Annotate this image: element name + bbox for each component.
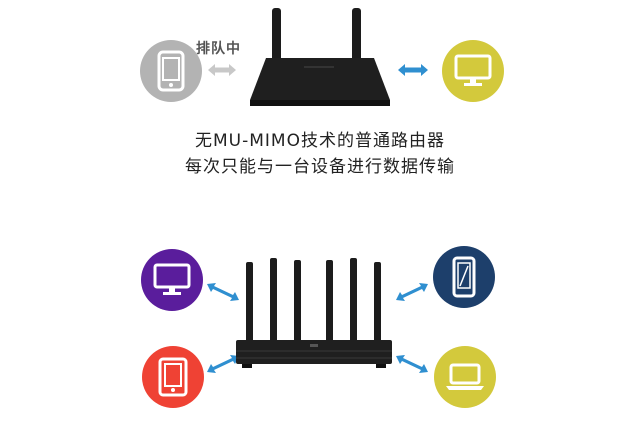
mimo-device-laptop [434, 346, 496, 408]
gray-double-arrow [208, 64, 236, 76]
phone-icon [452, 256, 476, 298]
mimo-arrow-left-top [207, 283, 239, 301]
caption-line-2: 每次只能与一台设备进行数据传输 [185, 157, 455, 177]
queue-label: 排队中 [196, 41, 241, 57]
monitor-icon [454, 54, 492, 86]
queued-device-phone [140, 40, 202, 102]
phone-icon [157, 50, 185, 92]
mimo-device-monitor [141, 249, 203, 311]
mimo-device-phone [433, 246, 495, 308]
mu-mimo-router [236, 258, 392, 368]
tablet-icon [158, 357, 188, 397]
mimo-device-tablet [142, 346, 204, 408]
standard-router [250, 8, 390, 106]
active-device-monitor [442, 40, 504, 102]
mimo-arrow-right-bottom [396, 355, 428, 373]
mimo-arrow-left-bottom [207, 355, 239, 373]
monitor-icon [153, 263, 191, 295]
caption-line-1: 无MU-MIMO技术的普通路由器 [195, 131, 445, 151]
mimo-arrow-right-top [396, 283, 428, 301]
active-transfer-arrow [398, 64, 428, 76]
laptop-icon [446, 363, 484, 390]
